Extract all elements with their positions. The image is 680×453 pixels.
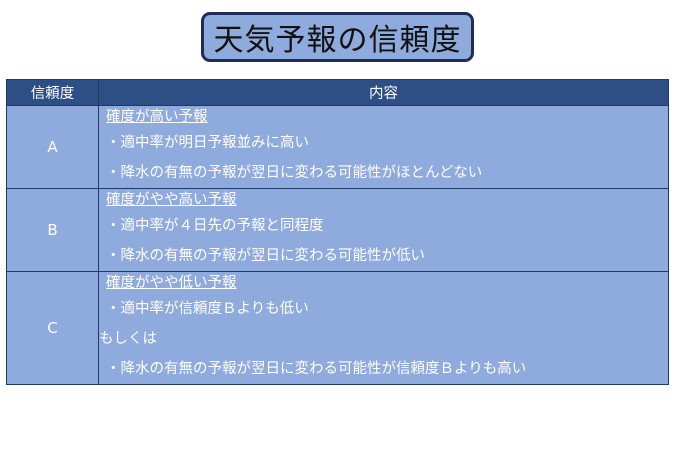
title-box: 天気予報の信頼度 (201, 12, 474, 62)
reliability-table: 信頼度 内容 A 確度が高い予報 ・適中率が明日予報並みに高い ・降水の有無の予… (6, 79, 669, 385)
table-header-row: 信頼度 内容 (6, 79, 669, 106)
content-line: ・降水の有無の予報が翌日に変わる可能性がほとんどない (106, 165, 483, 181)
page-title: 天気予報の信頼度 (213, 23, 462, 58)
header-content: 内容 (98, 79, 669, 106)
table-row: B 確度がやや高い予報 ・適中率が４日先の予報と同程度 ・降水の有無の予報が翌日… (6, 188, 669, 272)
header-reliability: 信頼度 (6, 79, 99, 106)
content-line: ・降水の有無の予報が翌日に変わる可能性が信頼度Ｂよりも高い (106, 361, 527, 377)
content-cell: 確度がやや低い予報 ・適中率が信頼度Ｂよりも低い もしくは ・降水の有無の予報が… (98, 271, 669, 385)
content-heading: 確度が高い予報 (106, 109, 208, 125)
content-line: ・適中率が信頼度Ｂよりも低い (106, 301, 309, 317)
content-line: ・適中率が４日先の予報と同程度 (106, 218, 324, 234)
table-row: C 確度がやや低い予報 ・適中率が信頼度Ｂよりも低い もしくは ・降水の有無の予… (6, 271, 669, 385)
content-heading: 確度がやや高い予報 (106, 192, 237, 208)
content-heading: 確度がやや低い予報 (106, 275, 237, 291)
grade-cell: C (6, 271, 99, 385)
content-cell: 確度が高い予報 ・適中率が明日予報並みに高い ・降水の有無の予報が翌日に変わる可… (98, 105, 669, 189)
table-row: A 確度が高い予報 ・適中率が明日予報並みに高い ・降水の有無の予報が翌日に変わ… (6, 105, 669, 189)
grade-cell: B (6, 188, 99, 272)
content-line: ・降水の有無の予報が翌日に変わる可能性が低い (106, 248, 425, 264)
content-cell: 確度がやや高い予報 ・適中率が４日先の予報と同程度 ・降水の有無の予報が翌日に変… (98, 188, 669, 272)
content-line: ・適中率が明日予報並みに高い (106, 135, 309, 151)
grade-cell: A (6, 105, 99, 189)
content-line: もしくは (99, 331, 157, 347)
